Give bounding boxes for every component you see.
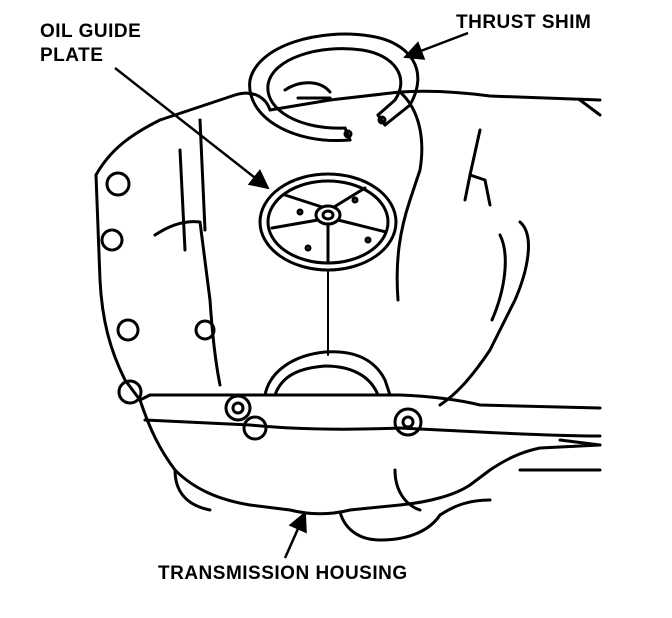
oil-guide-plate-label: OIL GUIDE PLATE [40, 20, 141, 68]
transmission-housing [94, 89, 602, 542]
oil-guide-plate [258, 172, 398, 356]
housing-leader [283, 511, 307, 559]
thrust-shim [248, 32, 420, 143]
oil-guide-leader [114, 67, 270, 190]
thrust-shim-label: THRUST SHIM [456, 12, 592, 33]
thrust-shim-leader [403, 31, 469, 60]
transmission-housing-label: TRANSMISSION HOUSING [158, 563, 408, 584]
oil-guide-plate-label-line1: OIL GUIDE [40, 21, 142, 42]
oil-guide-plate-label-line2: PLATE [40, 45, 104, 66]
leader-lines [114, 31, 469, 559]
